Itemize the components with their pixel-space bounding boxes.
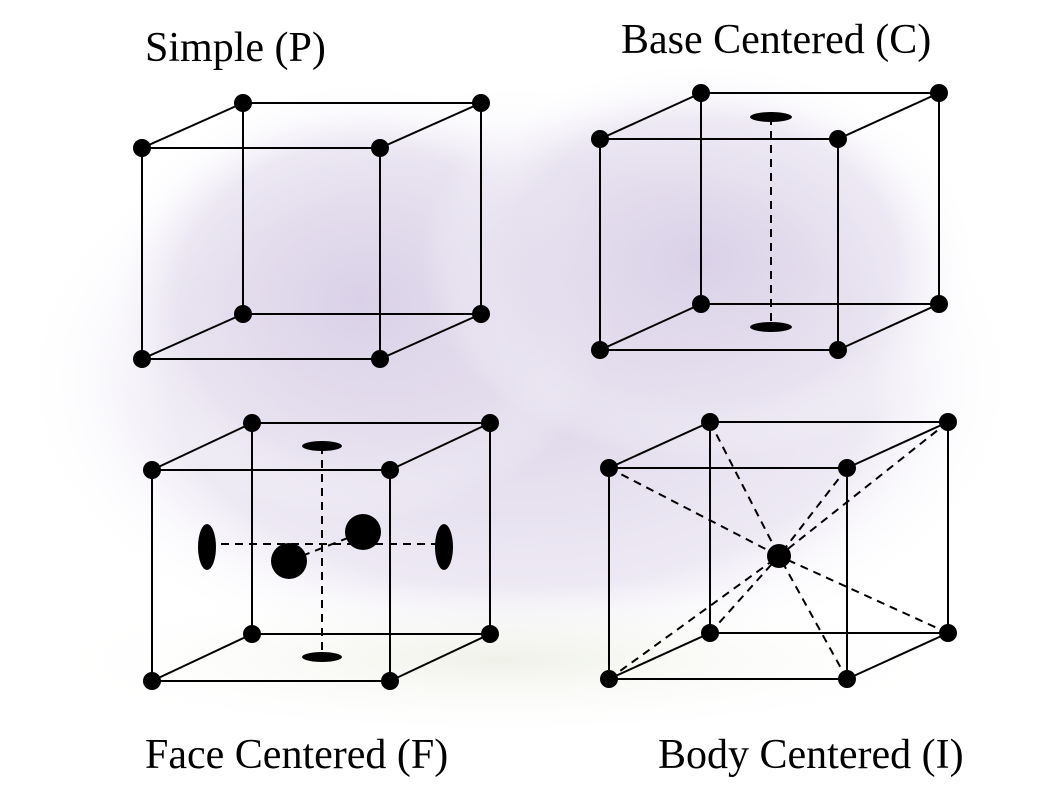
edge — [846, 632, 949, 680]
lattice-point — [381, 672, 399, 690]
body-diagonal — [778, 555, 848, 680]
body-center-point — [767, 544, 791, 568]
bottom-face-point — [750, 322, 792, 332]
lattice-point — [829, 130, 847, 148]
right-face-point — [435, 524, 453, 570]
lattice-point — [133, 350, 151, 368]
top-face-point — [302, 441, 342, 451]
lattice-point — [381, 461, 399, 479]
label-body-centered: Body Centered (I) — [658, 732, 964, 778]
body-diagonal — [709, 555, 780, 634]
lattice-point — [939, 413, 957, 431]
body-diagonal — [608, 555, 780, 680]
edge — [608, 421, 711, 469]
lattice-point — [371, 139, 389, 157]
top-face-point — [750, 112, 792, 122]
lattice-point — [701, 624, 719, 642]
edge — [599, 92, 702, 140]
label-face-centered: Face Centered (F) — [145, 732, 449, 778]
lattice-point — [481, 625, 499, 643]
label-simple: Simple (P) — [145, 25, 326, 71]
lattice-point — [838, 459, 856, 477]
body-diagonal — [778, 421, 949, 557]
edge — [837, 92, 940, 140]
lattice-point — [371, 350, 389, 368]
label-base-centered: Base Centered (C) — [621, 17, 932, 63]
lattice-point — [692, 84, 710, 102]
lattice-point — [692, 295, 710, 313]
edge — [846, 421, 949, 469]
left-face-point — [198, 524, 216, 570]
lattice-point — [600, 670, 618, 688]
bottom-face-point — [302, 652, 342, 662]
lattice-point — [234, 94, 252, 112]
body-diagonal — [778, 555, 949, 634]
lattice-point — [600, 459, 618, 477]
edge — [837, 303, 940, 351]
edge — [389, 422, 491, 471]
lattice-point — [481, 414, 499, 432]
edge — [141, 313, 244, 360]
lattice-point — [838, 670, 856, 688]
body-diagonal — [709, 421, 780, 557]
edge — [379, 313, 482, 360]
lattice-point — [243, 414, 261, 432]
edge — [151, 422, 253, 471]
lattice-point — [930, 295, 948, 313]
edge — [151, 633, 253, 682]
lattice-point — [243, 625, 261, 643]
lattice-point — [591, 130, 609, 148]
lattice-point — [829, 341, 847, 359]
lattice-point — [133, 139, 151, 157]
lattice-point — [143, 461, 161, 479]
lattice-point — [472, 94, 490, 112]
lattice-point — [930, 84, 948, 102]
edge — [389, 633, 491, 682]
lattice-point — [143, 672, 161, 690]
body-diagonal — [778, 467, 848, 557]
lattice-point — [472, 305, 490, 323]
lattice-point — [234, 305, 252, 323]
edge — [599, 303, 702, 351]
edge — [141, 102, 244, 149]
body-diagonal — [608, 467, 780, 557]
lattice-point — [701, 413, 719, 431]
edge — [608, 632, 711, 680]
back-face-point — [345, 514, 381, 550]
lattice-point — [591, 341, 609, 359]
lattice-point — [939, 624, 957, 642]
edge — [379, 102, 482, 149]
front-face-point — [271, 543, 307, 579]
